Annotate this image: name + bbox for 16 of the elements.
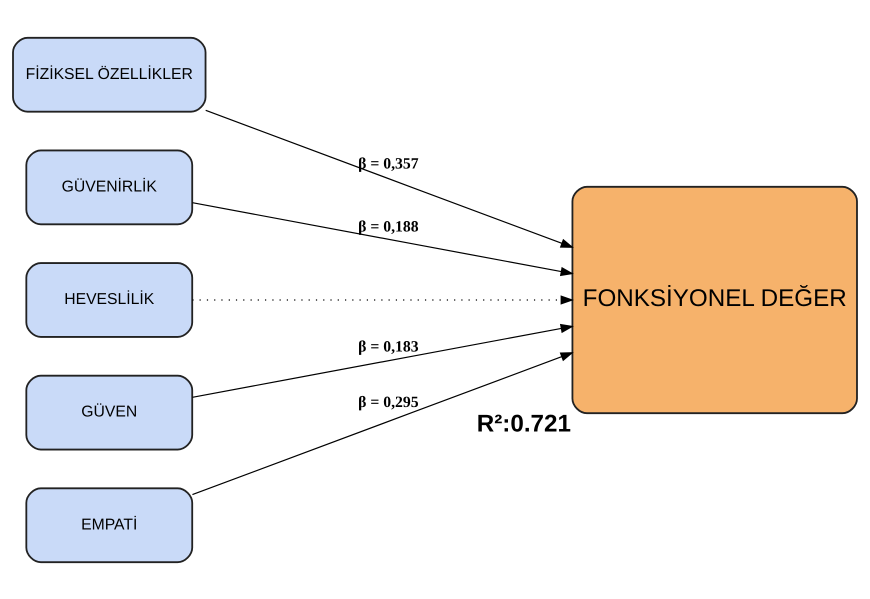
arrow bbox=[192, 352, 574, 495]
arrow bbox=[192, 323, 574, 398]
node-box: FONKSİYONEL DEĞER bbox=[572, 185, 858, 414]
edge-label: β = 0,295 bbox=[358, 394, 419, 411]
node-box: FİZİKSEL ÖZELLİKLER bbox=[12, 36, 206, 112]
node-box: GÜVENİRLİK bbox=[25, 149, 194, 225]
node-box: GÜVEN bbox=[25, 374, 194, 450]
edge-label: β = 0,357 bbox=[358, 155, 419, 172]
node-box: EMPATİ bbox=[25, 486, 194, 563]
arrow bbox=[192, 202, 574, 276]
arrow bbox=[205, 109, 574, 248]
node-box: HEVESLİLİK bbox=[25, 262, 194, 338]
edge-label: β = 0,188 bbox=[358, 218, 419, 235]
edge-label: β = 0,183 bbox=[358, 338, 419, 355]
arrow bbox=[192, 294, 574, 304]
node-label: R²:0.721 bbox=[476, 410, 571, 437]
